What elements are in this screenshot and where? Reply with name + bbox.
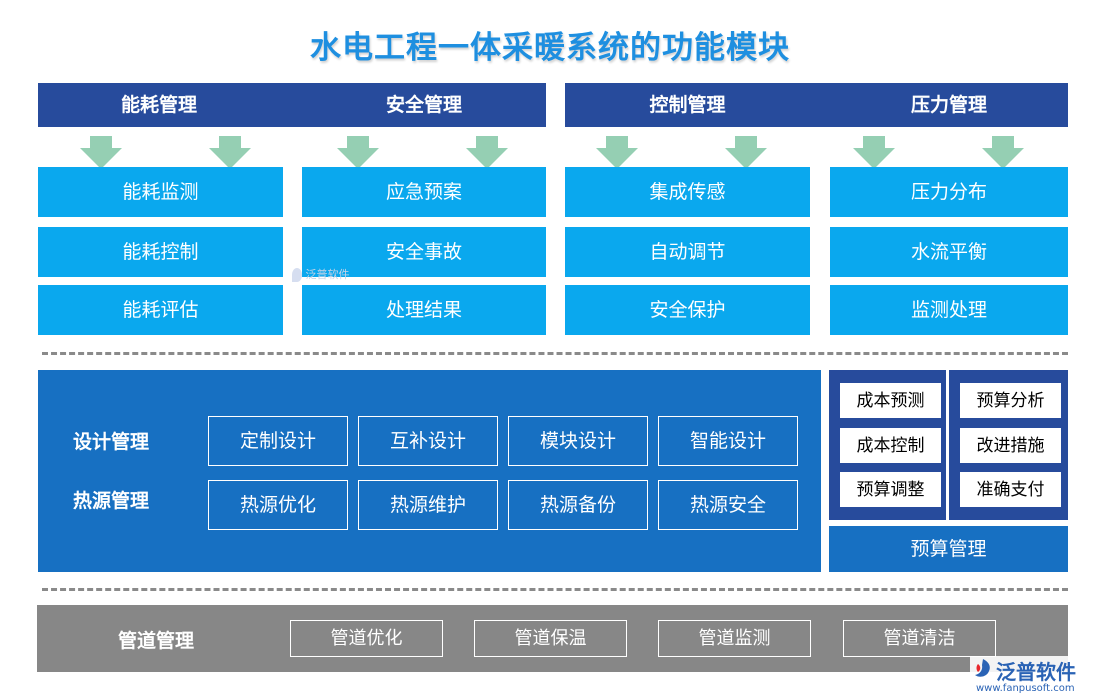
box-cost-control: 成本控制	[839, 427, 942, 464]
fanpu-logo-url: www.fanpusoft.com	[976, 683, 1075, 694]
box-improvement: 改进措施	[959, 427, 1062, 464]
box-safety-accident: 安全事故	[302, 227, 546, 277]
pipe-management-label: 管道管理	[118, 630, 195, 652]
down-arrow-icon	[80, 136, 122, 169]
box-handling-result: 处理结果	[302, 285, 546, 335]
box-budget-analysis: 预算分析	[959, 382, 1062, 419]
dashed-divider	[42, 352, 1068, 355]
down-arrow-icon	[209, 136, 251, 169]
header-energy: 能耗管理	[120, 94, 197, 116]
box-auto-adjust: 自动调节	[565, 227, 810, 277]
fanpu-logo-icon	[975, 659, 990, 677]
box-safety-protection: 安全保护	[565, 285, 810, 335]
dashed-divider	[42, 588, 1068, 591]
box-smart-design: 智能设计	[658, 416, 798, 466]
box-pipe-optimize: 管道优化	[290, 620, 443, 657]
header-bar-left: 能耗管理 安全管理	[38, 83, 546, 127]
box-heat-maintain: 热源维护	[358, 480, 498, 530]
box-pipe-insulation: 管道保温	[474, 620, 627, 657]
down-arrow-icon	[725, 136, 767, 169]
watermark-logo-icon	[292, 268, 302, 282]
design-heat-panel	[38, 370, 821, 572]
header-bar-right: 控制管理 压力管理	[565, 83, 1068, 127]
box-heat-optimize: 热源优化	[208, 480, 348, 530]
box-cost-forecast: 成本预测	[839, 382, 942, 419]
header-safety: 安全管理	[385, 94, 462, 116]
down-arrow-icon	[596, 136, 638, 169]
box-complementary-design: 互补设计	[358, 416, 498, 466]
box-energy-monitor: 能耗监测	[38, 167, 283, 217]
fanpu-logo: 泛普软件 www.fanpusoft.com	[970, 656, 1095, 698]
header-control: 控制管理	[649, 94, 726, 116]
budget-management-label: 预算管理	[829, 526, 1068, 572]
box-heat-safety: 热源安全	[658, 480, 798, 530]
header-pressure: 压力管理	[910, 94, 987, 116]
box-module-design: 模块设计	[508, 416, 648, 466]
box-budget-adjust: 预算调整	[839, 471, 942, 508]
fanpu-logo-text: 泛普软件	[996, 660, 1076, 684]
box-accurate-payment: 准确支付	[959, 471, 1062, 508]
down-arrow-icon	[337, 136, 379, 169]
box-energy-evaluate: 能耗评估	[38, 285, 283, 335]
box-water-balance: 水流平衡	[830, 227, 1068, 277]
watermark-center: 泛普软件	[292, 266, 350, 282]
box-heat-backup: 热源备份	[508, 480, 648, 530]
down-arrow-icon	[466, 136, 508, 169]
box-custom-design: 定制设计	[208, 416, 348, 466]
watermark-text: 泛普软件	[305, 268, 350, 281]
pipe-panel	[37, 605, 1068, 672]
box-pipe-clean: 管道清洁	[843, 620, 996, 657]
box-energy-control: 能耗控制	[38, 227, 283, 277]
box-monitor-handling: 监测处理	[830, 285, 1068, 335]
heat-management-label: 热源管理	[73, 490, 150, 512]
box-pipe-monitor: 管道监测	[658, 620, 811, 657]
design-management-label: 设计管理	[73, 431, 150, 453]
page-title: 水电工程一体采暖系统的功能模块	[310, 30, 790, 66]
box-integrated-sensing: 集成传感	[565, 167, 810, 217]
box-pressure-distribution: 压力分布	[830, 167, 1068, 217]
down-arrow-icon	[982, 136, 1024, 169]
down-arrow-icon	[853, 136, 895, 169]
box-emergency-plan: 应急预案	[302, 167, 546, 217]
